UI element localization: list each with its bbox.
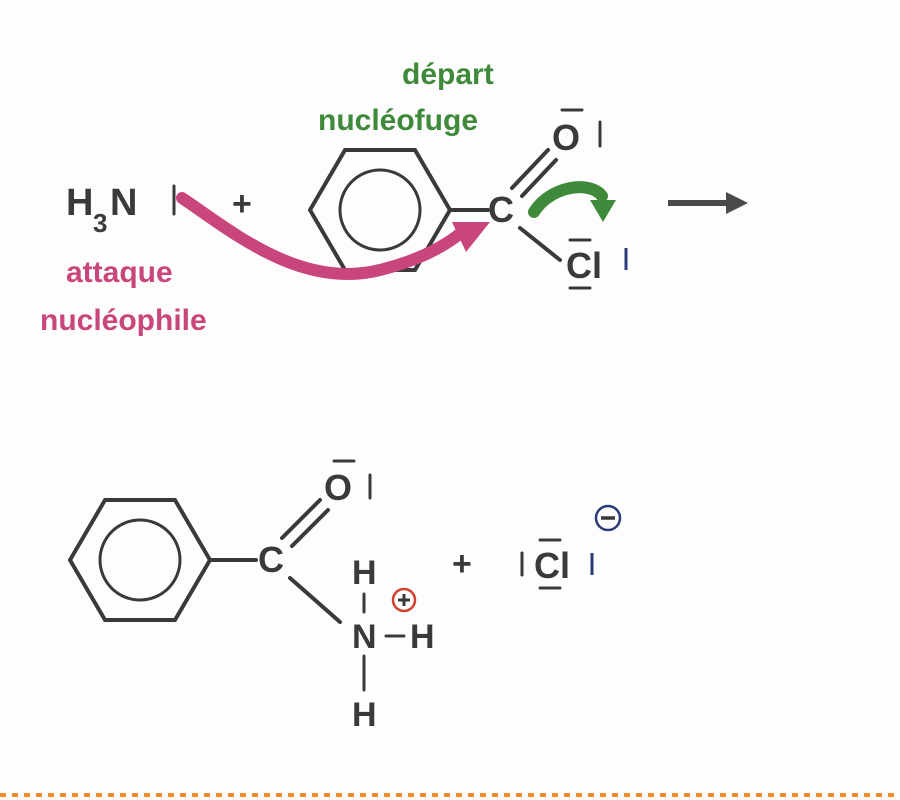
benzene-circle-top	[338, 168, 422, 252]
H-top: H	[352, 554, 377, 592]
attack-arrow	[176, 192, 468, 280]
nitrogen: N	[352, 618, 377, 656]
double-bond-a-bottom	[280, 498, 322, 540]
carbonyl-C-top: C	[488, 189, 514, 230]
leaving-label-line1: départ	[402, 58, 494, 91]
double-bond-b-top	[520, 158, 558, 198]
double-bond-a-top	[510, 148, 550, 190]
carbonyl-O-bottom: O	[324, 467, 352, 508]
chloride: Cl	[534, 545, 570, 586]
negative-charge-icon	[594, 504, 622, 532]
leaving-arrowhead	[590, 200, 616, 222]
amine-subscript: 3	[93, 208, 107, 238]
leaving-label-line2: nucléofuge	[318, 104, 478, 137]
attack-label-line2: nucléophile	[40, 304, 207, 337]
attack-label-line1: attaque	[66, 256, 173, 289]
double-bond-b-bottom	[290, 508, 330, 548]
C-N-bond	[288, 576, 342, 624]
plus-bottom: +	[452, 545, 472, 583]
C-Cl-bond-top	[518, 226, 562, 262]
amine-N: N	[110, 182, 137, 224]
attack-arrowhead	[452, 222, 490, 252]
positive-charge-icon	[391, 587, 417, 613]
benzene-ring-bottom	[67, 498, 213, 622]
amine-H: H	[66, 182, 93, 224]
leaving-arrow	[528, 181, 608, 218]
benzene-circle-bottom	[98, 518, 182, 602]
chlorine-top: Cl	[566, 245, 602, 286]
plus-top: +	[232, 185, 252, 223]
carbonyl-C-bottom: C	[258, 539, 284, 580]
H-bottom: H	[352, 696, 377, 734]
reaction-arrowhead	[726, 192, 748, 214]
H-right: H	[410, 618, 435, 656]
carbonyl-O-top: O	[552, 117, 580, 158]
